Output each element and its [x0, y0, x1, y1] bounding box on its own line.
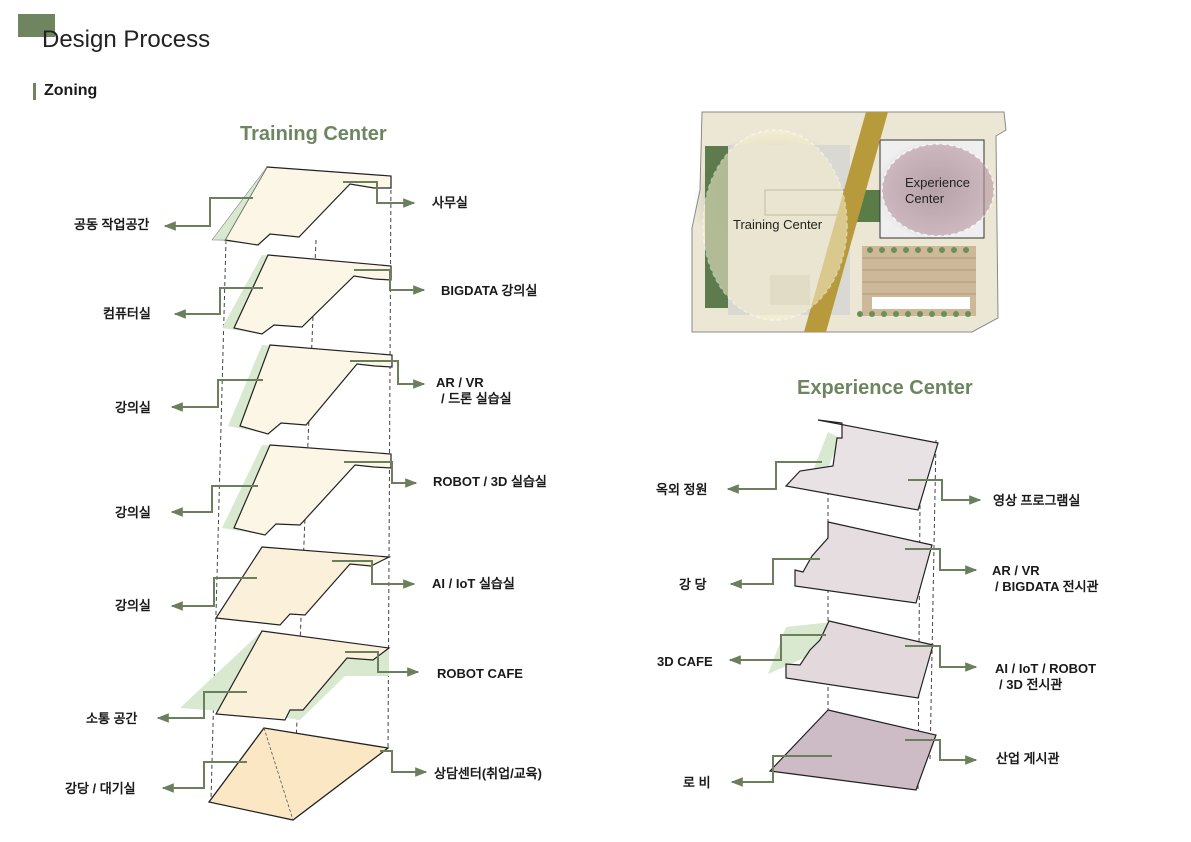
label-outdoor-garden: 옥외 정원 — [656, 482, 708, 497]
label-auditorium: 강 당 — [679, 577, 707, 592]
page-title: Design Process — [42, 26, 211, 53]
experience-center-heading: Experience Center — [797, 377, 973, 399]
label-robot-3d-lab: ROBOT / 3D 실습실 — [433, 474, 547, 489]
map-label-experience-2: Center — [905, 191, 945, 206]
training-center-heading: Training Center — [240, 123, 387, 145]
label-auditorium-waiting: 강당 / 대기실 — [65, 781, 136, 796]
label-lecture-room-1: 강의실 — [115, 400, 151, 415]
label-office: 사무실 — [432, 195, 468, 210]
label-ar-vr: AR / VR — [436, 375, 484, 390]
experience-floor-4 — [768, 709, 937, 791]
label-lobby: 로 비 — [683, 775, 711, 790]
label-3d-exhibit: / 3D 전시관 — [999, 677, 1063, 692]
training-floor-4 — [222, 444, 392, 536]
label-lecture-room-3: 강의실 — [115, 598, 151, 613]
title-accent-block — [18, 14, 55, 37]
label-computer-room: 컴퓨터실 — [103, 306, 151, 321]
label-bigdata-exhibit: / BIGDATA 전시관 — [995, 579, 1099, 594]
section-label: Zoning — [44, 82, 98, 99]
section-marker — [33, 83, 36, 100]
label-bigdata-lecture: BIGDATA 강의실 — [441, 283, 538, 298]
label-video-program-room: 영상 프로그램실 — [993, 493, 1081, 508]
label-counseling-center: 상담센터(취업/교육) — [434, 766, 542, 781]
experience-floor-2 — [794, 521, 933, 604]
label-industry-board: 산업 게시관 — [996, 751, 1060, 766]
training-floor-5 — [214, 546, 392, 626]
label-drone-lab: / 드론 실습실 — [441, 391, 512, 406]
training-floor-6 — [180, 630, 391, 721]
label-3d-cafe: 3D CAFE — [657, 654, 713, 669]
map-label-experience-1: Experience — [905, 175, 970, 190]
label-ar-vr-exhibit: AR / VR — [992, 563, 1040, 578]
label-ai-iot-lab: AI / IoT 실습실 — [432, 576, 515, 591]
training-floor-1 — [211, 166, 392, 246]
training-floor-3 — [228, 344, 393, 435]
training-floor-2 — [222, 254, 392, 335]
label-lecture-room-2: 강의실 — [115, 505, 151, 520]
label-robot-cafe: ROBOT CAFE — [437, 666, 523, 681]
experience-floor-3 — [768, 620, 934, 699]
site-map: Training Center Experience Center — [691, 111, 1007, 333]
training-floor-7 — [207, 727, 390, 821]
map-label-training: Training Center — [733, 217, 823, 232]
experience-floor-1 — [784, 419, 939, 511]
label-communication-space: 소통 공간 — [86, 711, 138, 726]
label-shared-workspace: 공동 작업공간 — [74, 217, 150, 232]
label-ai-iot-robot: AI / IoT / ROBOT — [995, 661, 1097, 676]
